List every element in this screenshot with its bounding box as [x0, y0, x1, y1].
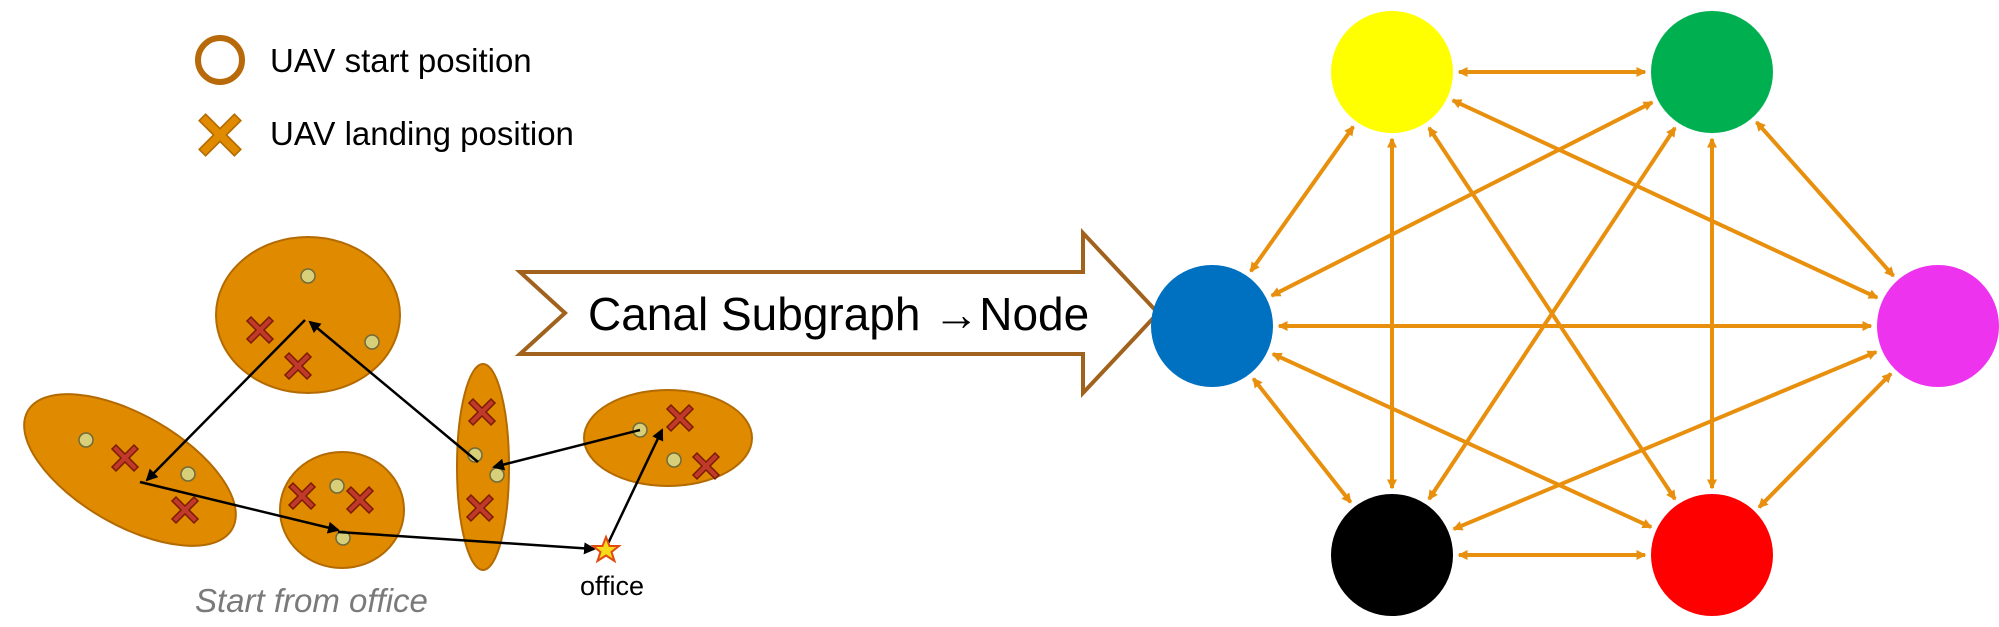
office-label: office — [580, 571, 644, 601]
graph-edge-green-magenta — [1755, 120, 1895, 278]
start-position-marker — [489, 467, 505, 483]
start-position-marker — [78, 432, 94, 448]
start-position-marker — [364, 334, 380, 350]
graph-node-blue — [1151, 265, 1273, 387]
start-position-marker — [666, 452, 682, 468]
canal-map: office Start from office — [23, 236, 753, 619]
graph-edge-blue-black — [1251, 377, 1353, 504]
route-segment — [337, 530, 596, 555]
canal-region — [456, 363, 510, 571]
start-position-marker — [180, 466, 196, 482]
legend: UAV start position UAV landing position — [195, 35, 574, 157]
graph-edge-green-blue — [1270, 100, 1654, 298]
canal-region — [279, 451, 405, 569]
graph-edge-magenta-red — [1757, 372, 1893, 509]
canal-region — [215, 236, 401, 394]
office-star-icon — [590, 534, 622, 564]
transform-label: Canal Subgraph →Node — [588, 288, 1089, 340]
legend-start-label: UAV start position — [270, 42, 532, 79]
graph-edge-yellow-magenta — [1451, 98, 1879, 300]
canal-region — [23, 393, 237, 547]
route-segment — [308, 320, 479, 463]
graph-node-yellow — [1331, 11, 1453, 133]
graph-edge-magenta-black — [1452, 350, 1878, 531]
start-position-marker — [335, 530, 351, 546]
route-segment — [139, 480, 340, 534]
transform-arrow: Canal Subgraph →Node — [514, 227, 1161, 399]
graph-edges — [1249, 67, 1895, 560]
graph-node-magenta — [1877, 265, 1999, 387]
start-position-legend-icon — [195, 35, 245, 85]
legend-landing-label: UAV landing position — [270, 115, 574, 152]
route-segment — [602, 428, 664, 553]
start-caption: Start from office — [195, 582, 428, 619]
start-position-marker — [300, 268, 316, 284]
route-segment — [145, 319, 306, 482]
start-position-marker — [329, 478, 345, 494]
graph-node-black — [1331, 494, 1453, 616]
landing-position-legend-icon — [198, 113, 242, 157]
route-segment — [492, 428, 641, 471]
graph-edge-yellow-blue — [1249, 125, 1355, 273]
graph-nodes — [1151, 11, 1999, 616]
graph-node-red — [1651, 494, 1773, 616]
graph-node-green — [1651, 11, 1773, 133]
